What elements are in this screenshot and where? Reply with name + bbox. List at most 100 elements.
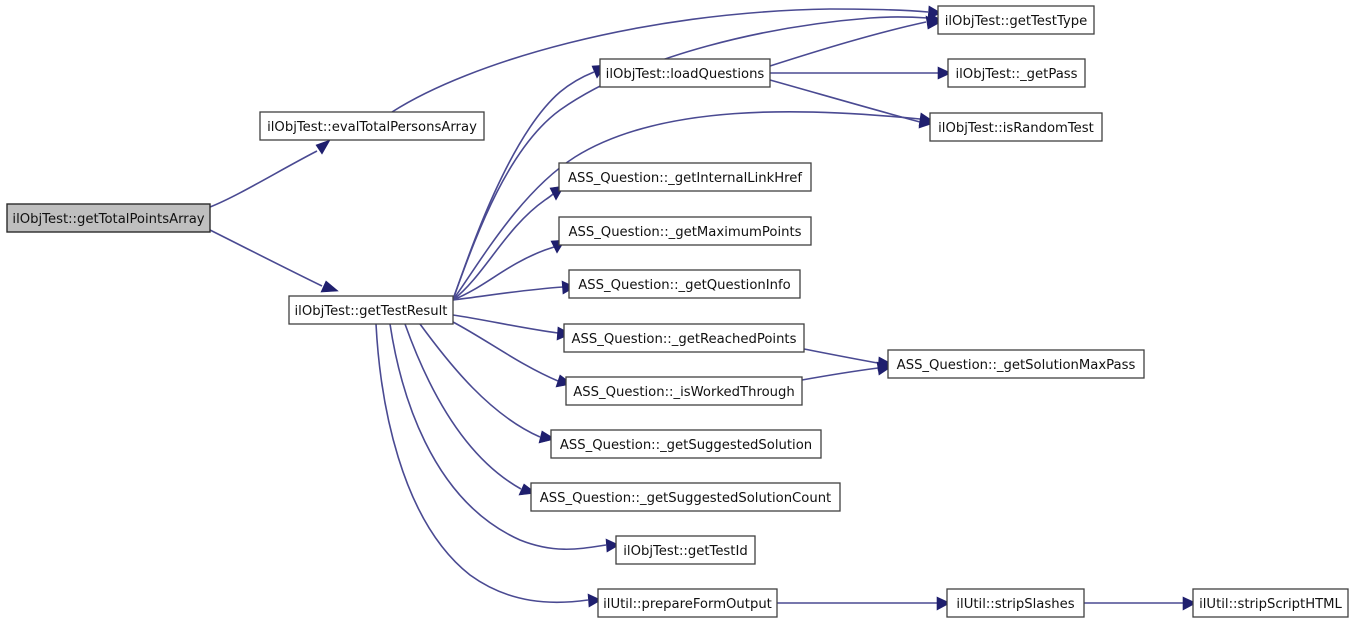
edge-line: [452, 286, 564, 301]
node-label: ASS_Question::_getMaximumPoints: [568, 225, 801, 240]
node-box[interactable]: [929, 112, 1103, 142]
nodes-layer: ilObjTest::getTotalPointsArrayilObjTest:…: [6, 5, 1349, 618]
node-_getSolutionMaxPass[interactable]: ASS_Question::_getSolutionMaxPass: [887, 349, 1145, 379]
edge-line: [452, 246, 555, 301]
edge-getTestResult-to-prepareFormOutput: [375, 323, 602, 608]
node-box[interactable]: [259, 111, 485, 141]
edge-line: [404, 323, 522, 490]
node-box[interactable]: [1192, 588, 1349, 618]
arrowhead-icon: [587, 593, 602, 608]
node-box[interactable]: [568, 269, 801, 299]
edge-getTestResult-to-_getMaximumPoints: [452, 239, 566, 301]
node-_getReachedPoints[interactable]: ASS_Question::_getReachedPoints: [563, 323, 805, 353]
edge-loadQuestions-to-isRandomTest: [769, 79, 935, 129]
node-label: ilObjTest::isRandomTest: [938, 121, 1094, 136]
node-label: ilObjTest::evalTotalPersonsArray: [267, 120, 477, 135]
edge-stripSlashes-to-stripScriptHTML: [1084, 596, 1197, 611]
edge-loadQuestions-to-getTestType: [769, 15, 940, 67]
edge-line: [801, 367, 879, 381]
node-getTestId[interactable]: ilObjTest::getTestId: [615, 535, 756, 565]
node-box[interactable]: [563, 323, 805, 353]
edge-line: [452, 321, 559, 382]
edge-getTestResult-to-_getInternalLinkHref: [452, 185, 565, 301]
node-label: ASS_Question::_getInternalLinkHref: [568, 171, 802, 186]
node-label: ilUtil::prepareFormOutput: [603, 597, 772, 612]
node-label: ASS_Question::_getReachedPoints: [572, 332, 797, 347]
arrowhead-icon: [925, 15, 940, 30]
edge-line: [375, 323, 589, 604]
node-box[interactable]: [558, 216, 812, 246]
edge-line: [452, 110, 921, 301]
node-getTestResult[interactable]: ilObjTest::getTestResult: [288, 295, 454, 325]
node-box[interactable]: [530, 482, 841, 512]
node-label: ilObjTest::getTestType: [945, 14, 1088, 29]
node-_getInternalLinkHref[interactable]: ASS_Question::_getInternalLinkHref: [558, 162, 812, 192]
node-box[interactable]: [615, 535, 756, 565]
node-box[interactable]: [550, 429, 822, 459]
edge-_isWorkedThrough-to-_getSolutionMaxPass: [801, 361, 892, 381]
node-box[interactable]: [946, 588, 1085, 618]
edge-getTotalPointsArray-to-getTestResult: [209, 229, 339, 293]
arrowhead-icon: [876, 361, 892, 376]
node-isRandomTest[interactable]: ilObjTest::isRandomTest: [929, 112, 1103, 142]
edge-getTestResult-to-getTestType: [452, 12, 942, 300]
node-_isWorkedThrough[interactable]: ASS_Question::_isWorkedThrough: [565, 376, 803, 406]
node-stripScriptHTML[interactable]: ilUtil::stripScriptHTML: [1192, 588, 1349, 618]
node-_getQuestionInfo[interactable]: ASS_Question::_getQuestionInfo: [568, 269, 801, 299]
edge-line: [452, 314, 559, 334]
edge-getTestResult-to-_getSuggestedSolutionCount: [404, 323, 537, 496]
node-box[interactable]: [599, 58, 771, 88]
node-label: ilObjTest::_getPass: [955, 67, 1077, 82]
arrowhead-icon: [936, 596, 951, 611]
edge-line: [769, 79, 921, 123]
node-box[interactable]: [6, 203, 211, 233]
node-label: ilUtil::stripSlashes: [956, 597, 1074, 612]
node-label: ASS_Question::_getSuggestedSolutionCount: [540, 491, 831, 506]
edge-line: [419, 323, 541, 438]
node-label: ilObjTest::getTestId: [623, 544, 747, 559]
edge-getTotalPointsArray-to-evalTotalPersonsArray: [209, 139, 331, 208]
node-loadQuestions[interactable]: ilObjTest::loadQuestions: [599, 58, 771, 88]
node-label: ASS_Question::_isWorkedThrough: [573, 385, 794, 400]
node-evalTotalPersonsArray[interactable]: ilObjTest::evalTotalPersonsArray: [259, 111, 485, 141]
arrowhead-icon: [315, 139, 331, 155]
edge-getTestResult-to-getTestId: [389, 323, 620, 553]
node-box[interactable]: [565, 376, 803, 406]
edge-line: [803, 348, 879, 364]
node-label: ilObjTest::getTestResult: [295, 304, 448, 319]
node-label: ilObjTest::loadQuestions: [606, 67, 765, 82]
node-box[interactable]: [597, 588, 778, 618]
node-box[interactable]: [558, 162, 812, 192]
node-box[interactable]: [288, 295, 454, 325]
node-getTotalPointsArray[interactable]: ilObjTest::getTotalPointsArray: [6, 203, 211, 233]
node-label: ASS_Question::_getQuestionInfo: [578, 278, 790, 293]
node-_getSuggestedSolution[interactable]: ASS_Question::_getSuggestedSolution: [550, 429, 822, 459]
arrowhead-icon: [605, 538, 620, 553]
node-label: ilUtil::stripScriptHTML: [1199, 597, 1342, 612]
node-label: ASS_Question::_getSuggestedSolution: [560, 438, 812, 453]
edge-line: [209, 229, 323, 287]
node-box[interactable]: [887, 349, 1145, 379]
arrowhead-icon: [320, 280, 339, 293]
arrowhead-icon: [918, 115, 935, 129]
edge-line: [209, 150, 318, 208]
edge-line: [389, 323, 607, 551]
node-getTestType[interactable]: ilObjTest::getTestType: [937, 5, 1095, 35]
node-stripSlashes[interactable]: ilUtil::stripSlashes: [946, 588, 1085, 618]
arrowhead-icon: [1182, 596, 1197, 611]
node-box[interactable]: [947, 58, 1086, 88]
node-_getSuggestedSolutionCount[interactable]: ASS_Question::_getSuggestedSolutionCount: [530, 482, 841, 512]
edge-loadQuestions-to-_getPass: [770, 66, 952, 80]
arrowhead-icon: [937, 66, 952, 80]
node-prepareFormOutput[interactable]: ilUtil::prepareFormOutput: [597, 588, 778, 618]
node-label: ASS_Question::_getSolutionMaxPass: [897, 358, 1136, 373]
node-_getMaximumPoints[interactable]: ASS_Question::_getMaximumPoints: [558, 216, 812, 246]
edge-line: [769, 21, 927, 67]
edge-line: [452, 193, 554, 301]
edge-prepareFormOutput-to-stripSlashes: [777, 596, 951, 611]
node-box[interactable]: [937, 5, 1095, 35]
edge-getTestResult-to-_getReachedPoints: [452, 314, 572, 341]
node-_getPass[interactable]: ilObjTest::_getPass: [947, 58, 1086, 88]
